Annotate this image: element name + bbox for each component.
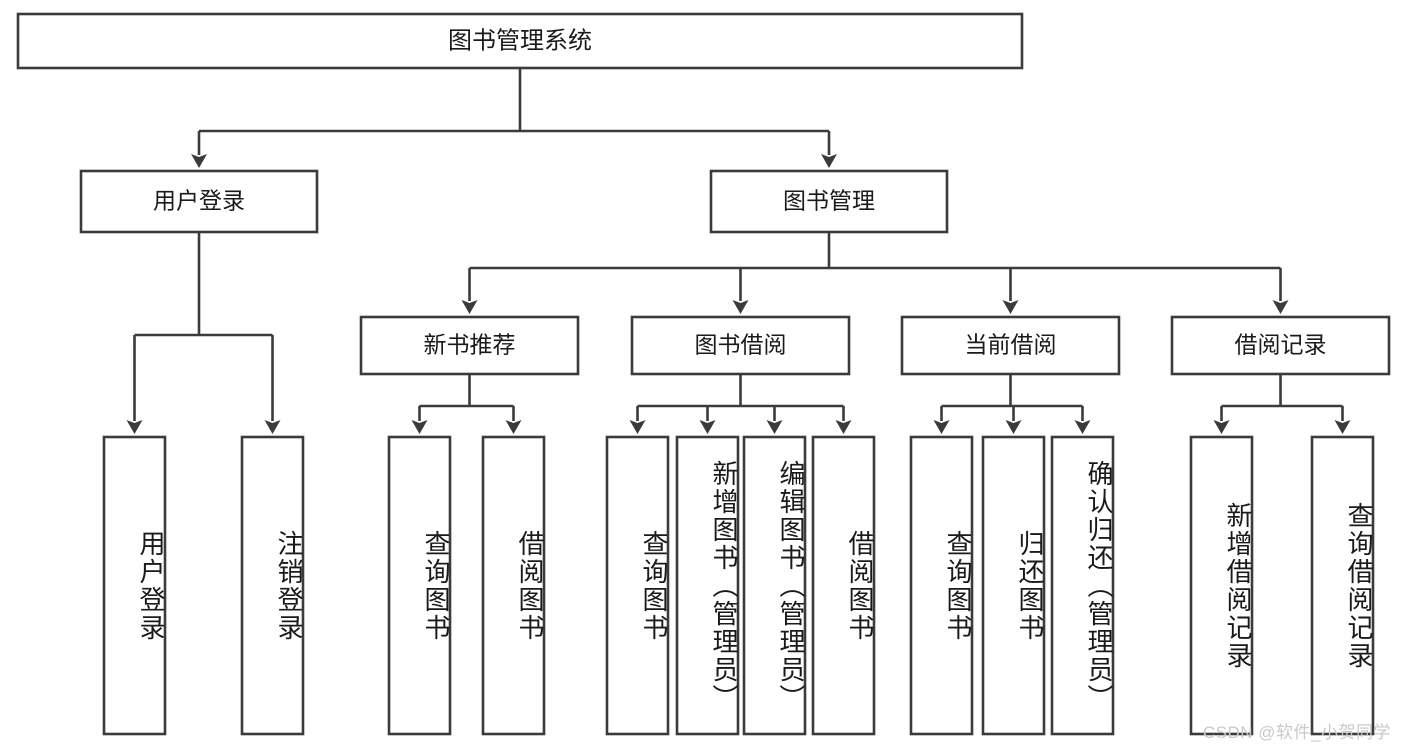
node-box-borrow-record[interactable] (1170, 315, 1391, 376)
node-box-user-login[interactable] (79, 169, 319, 234)
node-label-root: 图书管理系统 (448, 27, 592, 54)
node-box-leaf-add-book[interactable] (675, 435, 740, 736)
node-box-root[interactable] (16, 12, 1024, 70)
node-label-book-borrow: 图书借阅 (695, 332, 787, 358)
node-box-leaf-user-login[interactable] (102, 435, 167, 736)
node-box-leaf-edit-book[interactable] (742, 435, 807, 736)
node-box-book-manage[interactable] (709, 169, 949, 234)
node-box-leaf-confirm-return[interactable] (1050, 435, 1115, 736)
node-label-borrow-record: 借阅记录 (1235, 332, 1327, 358)
node-box-leaf-add-borrow-record[interactable] (1189, 435, 1254, 736)
node-label-user-login: 用户登录 (153, 188, 245, 214)
node-box-leaf-user-logout[interactable] (240, 435, 305, 736)
node-box-current-borrow[interactable] (900, 315, 1121, 376)
node-box-book-borrow[interactable] (630, 315, 851, 376)
node-box-new-book-recommend[interactable] (359, 315, 580, 376)
node-box-leaf-query-book-borrow[interactable] (605, 435, 670, 736)
node-box-leaf-borrow-book-new[interactable] (481, 435, 546, 736)
boxes-layer (16, 12, 1391, 736)
node-label-current-borrow: 当前借阅 (965, 332, 1057, 358)
node-box-leaf-return-book[interactable] (981, 435, 1046, 736)
node-label-book-manage: 图书管理 (783, 188, 875, 214)
node-label-new-book-recommend: 新书推荐 (424, 332, 516, 358)
node-box-leaf-borrow-book[interactable] (811, 435, 876, 736)
csdn-watermark: CSDN @软件_小贺同学 (1202, 723, 1391, 742)
connectors-layer (126, 68, 1351, 434)
node-box-leaf-query-borrow-record[interactable] (1310, 435, 1375, 736)
node-box-leaf-query-book-new[interactable] (387, 435, 452, 736)
node-box-leaf-query-book-current[interactable] (909, 435, 974, 736)
